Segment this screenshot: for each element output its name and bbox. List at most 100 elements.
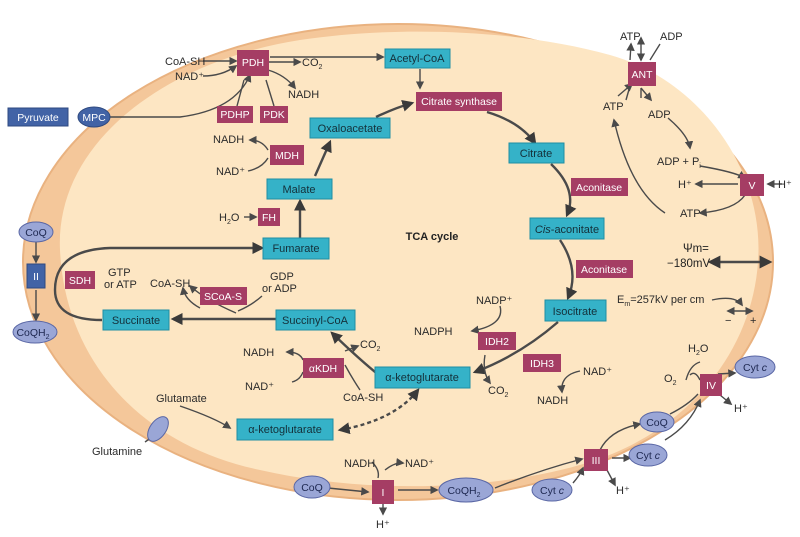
nad-idh3-label: NAD⁺ <box>583 366 612 378</box>
complex-i-label: I <box>382 487 385 499</box>
h-c4-label: H⁺ <box>734 403 748 415</box>
fumarate-label: Fumarate <box>272 243 319 255</box>
glutamine-label: Glutamine <box>92 446 142 458</box>
idh2-box <box>478 332 516 350</box>
akg-main-label: α-ketoglutarate <box>385 372 459 384</box>
coash-scoa-label: CoA-SH <box>150 278 190 290</box>
nadh-pdh-label: NADH <box>288 89 319 101</box>
co2-pdh-label: CO2 <box>302 57 323 71</box>
nad-pdh-label: NAD⁺ <box>175 71 204 83</box>
nad-mdh-label: NAD⁺ <box>216 166 245 178</box>
nad-akdh-label: NAD⁺ <box>245 381 274 393</box>
cytc-a-label: Cyt c <box>540 485 565 497</box>
coqh2-bottom-oval <box>438 477 494 503</box>
o2-label: O2 <box>664 373 677 387</box>
h2o-c4-label: H2O <box>688 343 709 357</box>
acetyl-coa-box <box>384 48 451 69</box>
oxaloacetate-box <box>309 117 391 139</box>
idh3-box <box>523 354 561 372</box>
mdh-box <box>270 145 304 165</box>
adp-pi-label: ADP + Pi <box>657 156 701 170</box>
gtp-label: GTP <box>108 267 131 279</box>
nadh-idh3-label: NADH <box>537 395 568 407</box>
complex-ii-label: II <box>33 271 39 283</box>
complex-iii <box>584 449 608 471</box>
akdh-box <box>303 358 344 378</box>
pdk-label: PDK <box>263 109 285 121</box>
sdh-label: SDH <box>69 275 91 287</box>
mdh-label: MDH <box>275 150 299 162</box>
coqh2-left-label: CoQH2 <box>16 327 49 341</box>
idh2-label: IDH2 <box>485 336 509 348</box>
succinyl-coa-label: Succinyl-CoA <box>282 315 349 327</box>
aconitase-1-label: Aconitase <box>576 182 622 194</box>
or-adp-label: or ADP <box>262 283 297 295</box>
or-atp-label: or ATP <box>104 279 137 291</box>
h-v-in-label: H⁺ <box>678 179 692 191</box>
glutamine-transporter <box>147 416 169 442</box>
fh-box <box>258 208 280 226</box>
complex-v <box>740 174 764 196</box>
complex-iv-label: IV <box>706 380 716 392</box>
complex-iii-label: III <box>592 455 601 467</box>
em-label: Em=257kV per cm <box>617 294 704 308</box>
coq-right-oval <box>639 411 675 433</box>
mpc-label: MPC <box>82 112 106 124</box>
citrate-box <box>508 142 565 164</box>
nadp-label: NADP⁺ <box>476 295 513 307</box>
pyruvate-label: Pyruvate <box>17 112 59 124</box>
tca-cycle-title: TCA cycle <box>406 231 459 243</box>
cis-aconitate-box <box>529 217 605 240</box>
cytc-c-oval <box>734 355 776 379</box>
h-c1-label: H⁺ <box>376 519 390 531</box>
citrate-label: Citrate <box>520 148 552 160</box>
pdh-box <box>237 50 269 76</box>
psi-value: −180mV <box>667 258 710 270</box>
plus-sign: + <box>750 315 756 327</box>
cytc-a-oval <box>531 478 573 502</box>
pdh-label: PDH <box>242 57 264 69</box>
pdk-box <box>260 106 288 123</box>
succinate-label: Succinate <box>112 315 160 327</box>
coq-bottom-oval <box>293 475 331 499</box>
coash-pdh-label: CoA-SH <box>165 56 205 68</box>
co2-akdh-label: CO2 <box>360 339 381 353</box>
scoas-box <box>200 287 247 305</box>
isocitrate-box <box>544 299 607 322</box>
complex-ii <box>26 263 46 289</box>
coq-top-label: CoQ <box>25 227 47 239</box>
complex-i <box>372 480 394 504</box>
atp-ant-in-label: ATP <box>603 101 624 113</box>
h2o-fh-label: H2O <box>219 212 240 226</box>
akg-glut-label: α-ketoglutarate <box>248 424 322 436</box>
citrate-synthase-label: Citrate synthase <box>421 96 497 108</box>
nad-c1-label: NAD⁺ <box>405 458 434 470</box>
pyruvate-box <box>7 107 69 127</box>
complex-v-label: V <box>748 180 755 192</box>
oxaloacetate-label: Oxaloacetate <box>318 123 383 135</box>
malate-label: Malate <box>282 184 315 196</box>
cytc-b-label: Cyt c <box>636 450 661 462</box>
atp-v-label: ATP <box>680 208 701 220</box>
cytc-c-label: Cyt c <box>743 362 768 374</box>
atp-top-label: ATP <box>620 31 641 43</box>
cis-aconitate-label: Cis-aconitate <box>535 224 599 236</box>
psi-label: Ψm= <box>683 243 709 255</box>
fumarate-box <box>262 237 330 260</box>
succinate-box <box>102 309 170 331</box>
ant-box <box>628 62 656 86</box>
succinyl-coa-box <box>275 309 356 331</box>
gdp-label: GDP <box>270 271 294 283</box>
cytc-b-oval <box>628 443 668 467</box>
idh3-label: IDH3 <box>530 358 554 370</box>
coq-bottom-label: CoQ <box>301 482 323 494</box>
aconitase-2-box <box>576 260 633 278</box>
complex-iv <box>700 374 722 396</box>
h-c3-label: H⁺ <box>616 485 630 497</box>
akg-glut-box <box>236 418 334 441</box>
malate-box <box>266 178 333 200</box>
co2-idh-label: CO2 <box>488 385 509 399</box>
coash-akdh-label: CoA-SH <box>343 392 383 404</box>
nadh-mdh-label: NADH <box>213 134 244 146</box>
